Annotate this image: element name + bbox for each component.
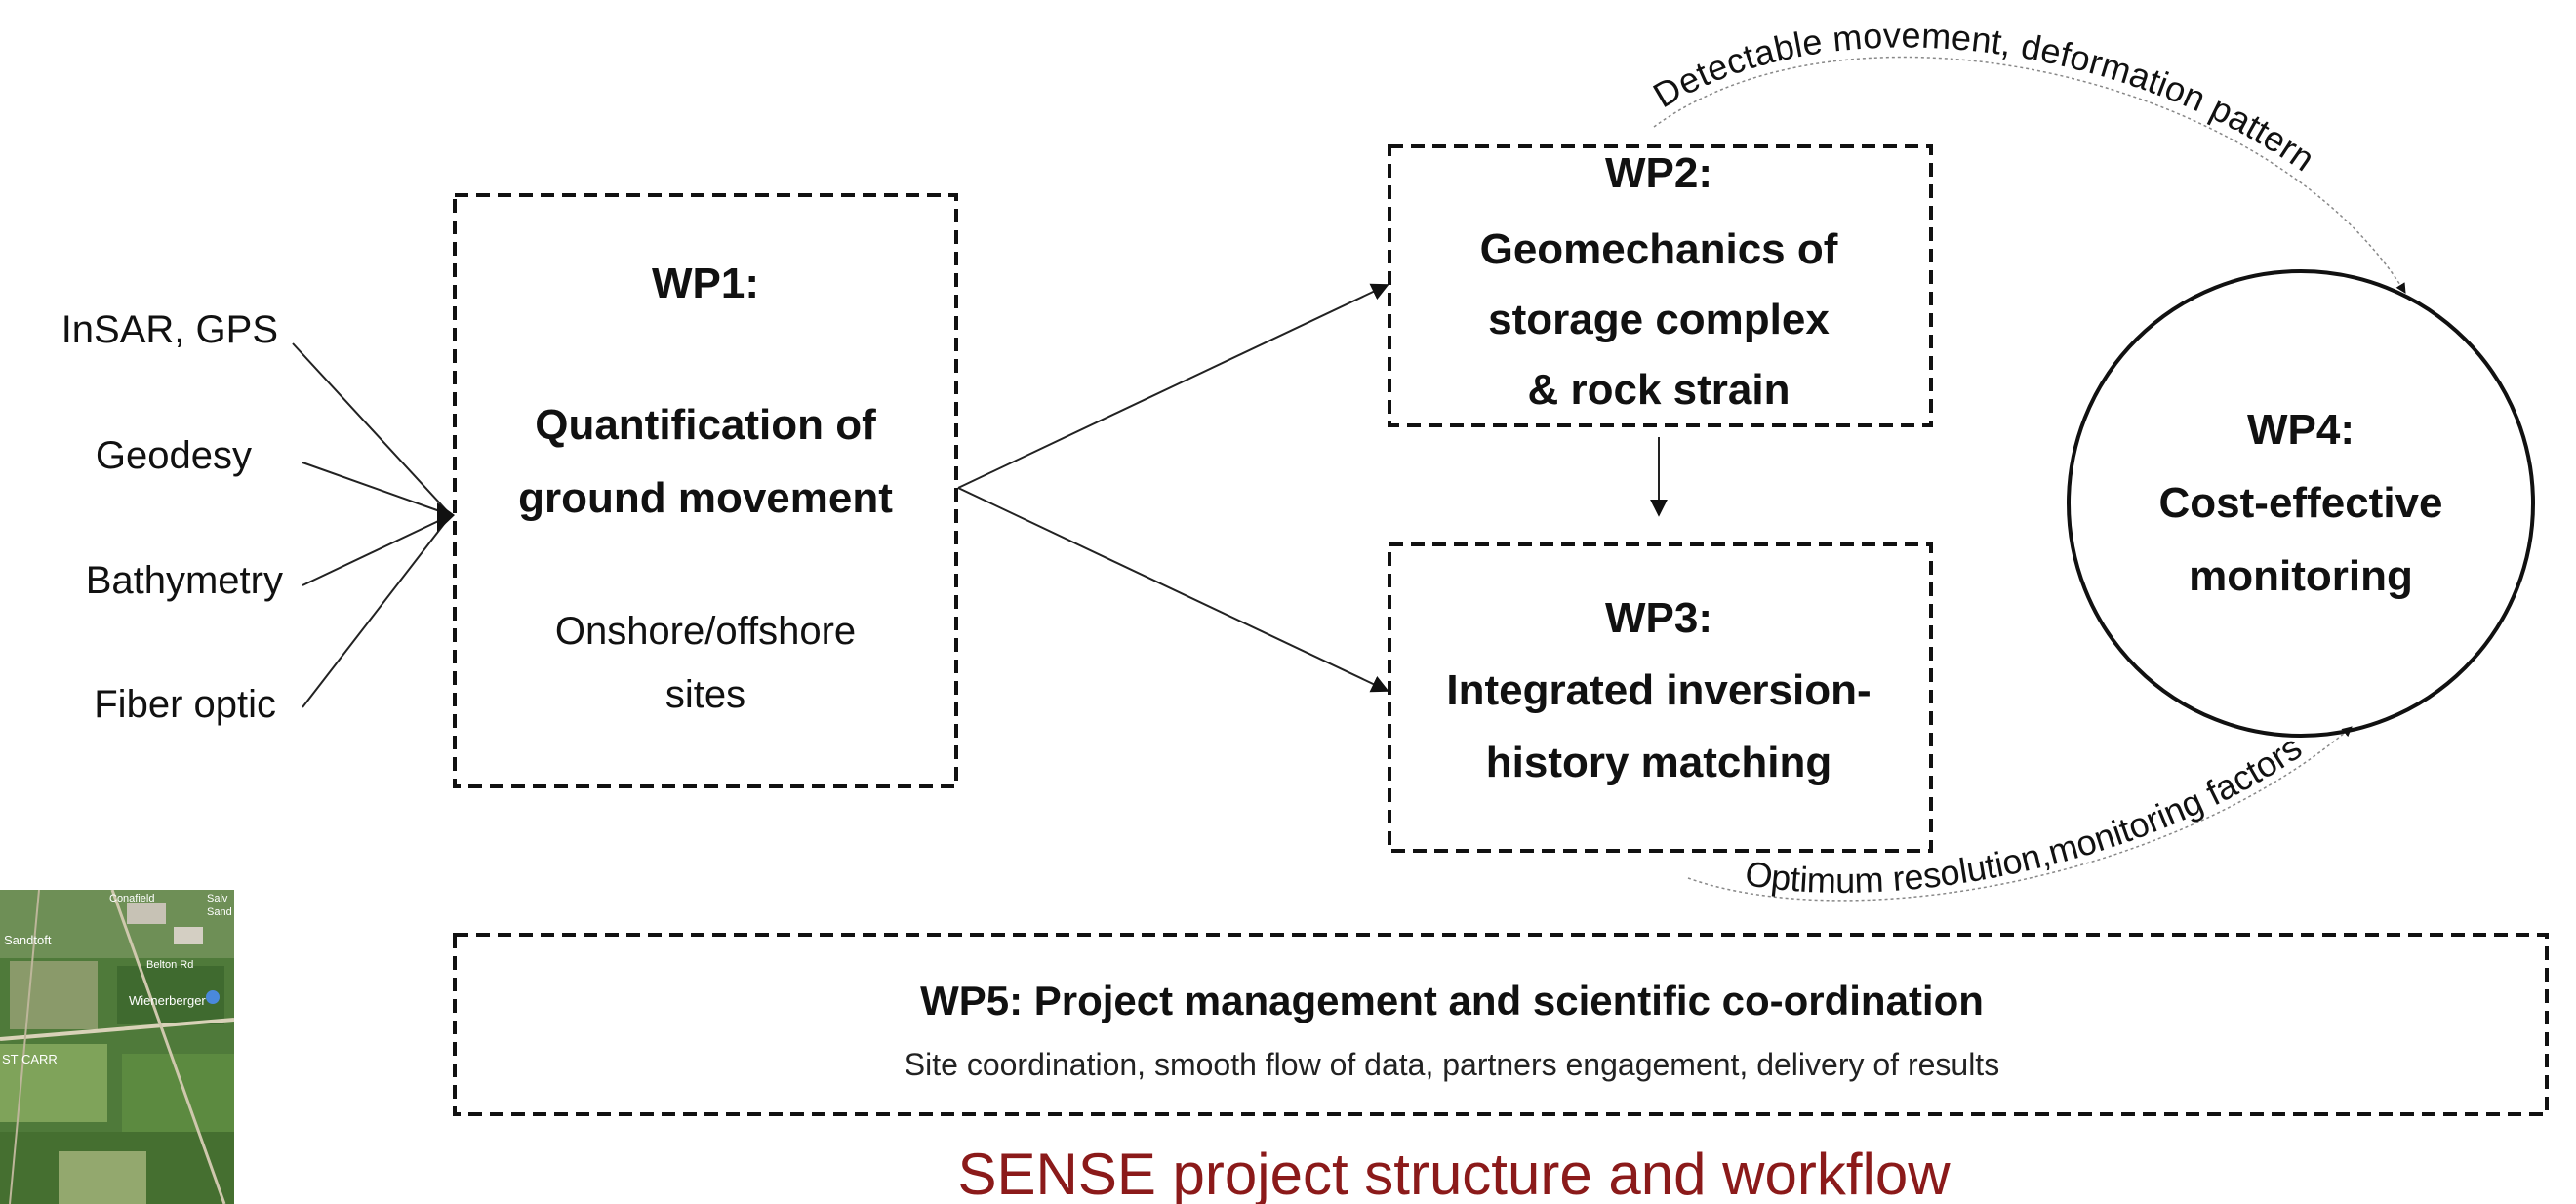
arrow-wp1-wp2 (957, 283, 1389, 489)
wp1-box (453, 193, 958, 788)
map-label-wienerberger: Wienerberger (129, 993, 206, 1008)
input-bathymetry: Bathymetry (86, 559, 283, 602)
input-line-insar (292, 342, 452, 516)
wp2-title: WP2: (1605, 149, 1712, 197)
wp2-line-2: storage complex (1488, 296, 1830, 343)
map-label-belton: Belton Rd (146, 959, 193, 971)
map-label-sand: Sand (207, 906, 232, 918)
wp1-line-1: Quantification of (535, 401, 876, 449)
wp5-subtitle: Site coordination, smooth flow of data, … (905, 1047, 1999, 1082)
input-line-fiber (302, 514, 452, 708)
wp1-title: WP1: (652, 260, 759, 307)
wp2-line-3: & rock strain (1528, 366, 1791, 414)
input-geodesy: Geodesy (96, 434, 252, 477)
convergence-arrowhead (437, 502, 455, 532)
wp4-line-2: monitoring (2189, 552, 2413, 600)
arrow-wp1-wp3 (957, 487, 1389, 693)
map-label-sandtoft: Sandtoft (4, 933, 52, 947)
map-label-conafield: Conafield (109, 893, 154, 904)
input-line-bathymetry (302, 514, 452, 586)
map-label-st-carr: ST CARR (2, 1052, 58, 1066)
input-line-geodesy (302, 462, 452, 516)
wp2-box (1388, 144, 1933, 427)
input-insar-gps: InSAR, GPS (61, 308, 278, 351)
map-thumbnail: Sandtoft Belton Rd Wienerberger ST CARR … (0, 890, 234, 1204)
wp4-circle (2067, 269, 2535, 738)
wp5-box (453, 933, 2549, 1116)
curve-label-top: Detectable movement, deformation pattern (1646, 15, 2321, 179)
wp1-sub-2: sites (665, 673, 745, 716)
wp5-title: WP5: Project management and scientific c… (920, 978, 1984, 1023)
wp1-line-2: ground movement (518, 474, 893, 522)
wp3-line-2: history matching (1486, 739, 1832, 786)
wp1-sub-1: Onshore/offshore (555, 610, 856, 653)
input-fiber-optic: Fiber optic (94, 683, 276, 726)
wp4-title: WP4: (2247, 406, 2355, 454)
wp3-title: WP3: (1605, 594, 1712, 642)
wp3-box (1388, 542, 1933, 853)
diagram-caption: SENSE project structure and workflow (957, 1142, 1951, 1204)
wp2-line-1: Geomechanics of (1480, 225, 1838, 273)
map-label-salv: Salv (207, 893, 228, 904)
wp3-line-1: Integrated inversion- (1446, 666, 1871, 714)
wp4-line-1: Cost-effective (2159, 479, 2443, 527)
